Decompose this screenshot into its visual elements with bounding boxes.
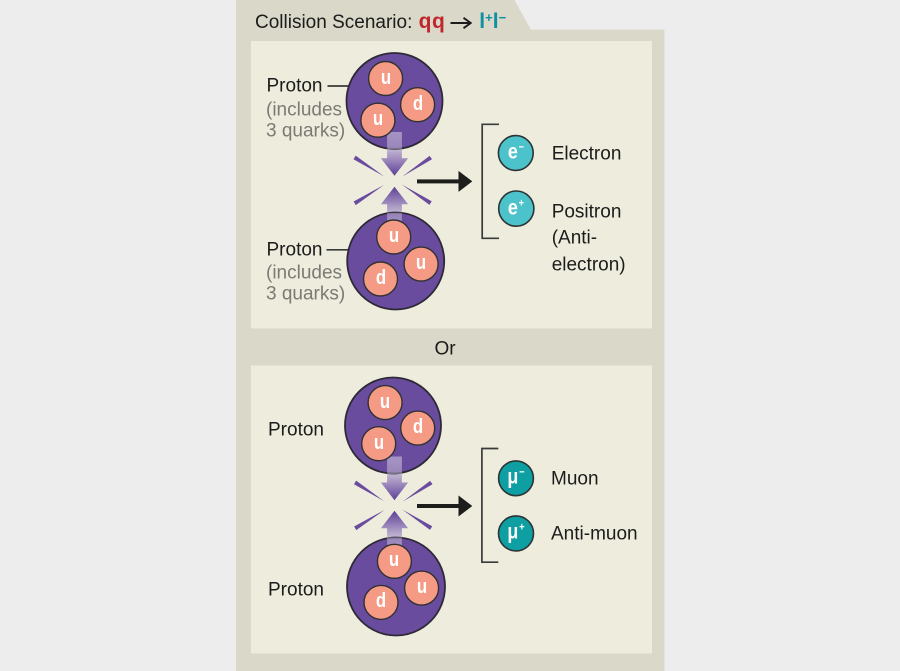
title-lepton-2: l: [492, 10, 499, 33]
quark-label: u: [380, 65, 391, 89]
quark-label: u: [388, 223, 399, 247]
proton-top-label-2: Proton: [268, 419, 324, 441]
electron-symbol-letter: e: [507, 140, 518, 164]
result-arrow-shaft: [417, 179, 459, 184]
positron-symbol: e+: [508, 197, 524, 218]
proton-bottom-1: [346, 211, 446, 311]
collision-arrow-up: [380, 510, 409, 539]
antimuon-circle: [497, 515, 535, 552]
muon-symbol-letter: μ: [507, 465, 519, 489]
collision-spark: [402, 509, 433, 530]
collision-spark: [354, 509, 385, 531]
collision-spark: [402, 155, 432, 177]
result-arrow-head: [458, 170, 473, 192]
antimuon-symbol-charge: +: [519, 521, 525, 534]
quark-circle: [367, 384, 403, 421]
muon-circle: [497, 460, 535, 497]
collision-spark: [402, 480, 433, 502]
proton-bottom-2: [346, 536, 446, 637]
quark-circle: [403, 570, 440, 606]
title-prefix: Collision Scenario:: [255, 12, 413, 33]
muon-label: Muon: [551, 468, 599, 490]
quark-circle: [400, 410, 436, 446]
products-bracket-2: [481, 447, 499, 564]
quark-label: d: [412, 415, 423, 439]
positron-circle: [497, 190, 535, 228]
collision-arrow-down: [380, 148, 409, 176]
proton-top-label-1: Proton: [266, 75, 323, 97]
quark-label: d: [375, 589, 387, 613]
electron-label: Electron: [551, 143, 622, 165]
quark-circle: [360, 102, 396, 138]
title-lepton-1: l: [479, 10, 486, 33]
positron-label-line2: (Anti-: [551, 227, 598, 249]
products-bracket-1: [481, 123, 499, 240]
proton-top-note2-1: 3 quarks): [266, 120, 346, 142]
quark-label: d: [375, 265, 386, 289]
collision-sparks: [353, 155, 432, 206]
quark-label: u: [379, 389, 391, 413]
result-arrow-2: [417, 495, 473, 517]
quark-label: u: [389, 548, 400, 572]
proton-bottom-label-2: Proton: [268, 579, 324, 600]
collision-spark: [401, 184, 432, 205]
diagram-title: Collision Scenario: qq l+l−: [255, 10, 506, 34]
antimuon-symbol: μ+: [507, 522, 524, 543]
collision-spark: [353, 184, 384, 206]
quark-label: u: [373, 430, 384, 454]
proton-bottom-note1-1: (includes: [266, 262, 343, 284]
result-arrow-shaft: [417, 504, 459, 508]
quark-circle: [363, 584, 399, 621]
collision-arrow-shaft-overlay: [387, 132, 402, 150]
electron-symbol-charge: −: [518, 141, 524, 154]
electron-circle: [497, 134, 534, 172]
positron-symbol-charge: +: [518, 197, 525, 210]
or-separator: Or: [434, 338, 456, 360]
scenario2-panel: [251, 365, 652, 654]
collision-arrow-down: [380, 473, 409, 501]
quark-circle: [403, 246, 439, 282]
result-arrow-head: [458, 495, 473, 517]
title-quark-pair: qq: [418, 10, 446, 33]
quark-label: u: [372, 107, 384, 131]
proton-top-note1-1: (includes: [266, 99, 343, 121]
proton-top-2: [344, 376, 442, 475]
quark-circle: [399, 86, 436, 123]
proton-bottom-note2-1: 3 quarks): [266, 283, 346, 305]
electron-symbol: e−: [508, 142, 524, 163]
collision-arrow-shaft-overlay: [387, 456, 402, 474]
collision-spark: [353, 155, 384, 177]
muon-symbol-charge: −: [519, 466, 525, 479]
collision-arrow-up: [380, 186, 409, 214]
title-charge-1: +: [485, 10, 493, 25]
quark-label: u: [415, 251, 427, 275]
quark-label: d: [412, 91, 423, 115]
title-lepton-pair: l+l−: [479, 10, 506, 33]
title-charge-2: −: [498, 10, 507, 25]
result-arrow-1: [417, 170, 473, 192]
muon-symbol: μ−: [507, 467, 524, 488]
antimuon-symbol-letter: μ: [507, 520, 519, 544]
collision-spark: [354, 480, 385, 502]
positron-symbol-letter: e: [508, 196, 519, 220]
quark-circle: [362, 261, 399, 297]
right-arrow-icon: [450, 17, 473, 29]
quark-circle: [367, 60, 404, 97]
collision-sparks: [354, 480, 433, 531]
quark-circle: [361, 426, 397, 462]
right-arrow-head: [463, 17, 473, 29]
antimuon-label: Anti-muon: [551, 523, 638, 545]
proton-bottom-label-1: Proton: [266, 239, 323, 261]
scenario1-panel: [251, 41, 652, 329]
positron-label-line3: electron): [551, 254, 626, 276]
positron-label: Positron: [551, 201, 622, 223]
quark-circle: [376, 543, 413, 579]
quark-circle: [376, 219, 412, 255]
proton-top-1: [345, 52, 444, 150]
quark-label: u: [416, 575, 427, 599]
